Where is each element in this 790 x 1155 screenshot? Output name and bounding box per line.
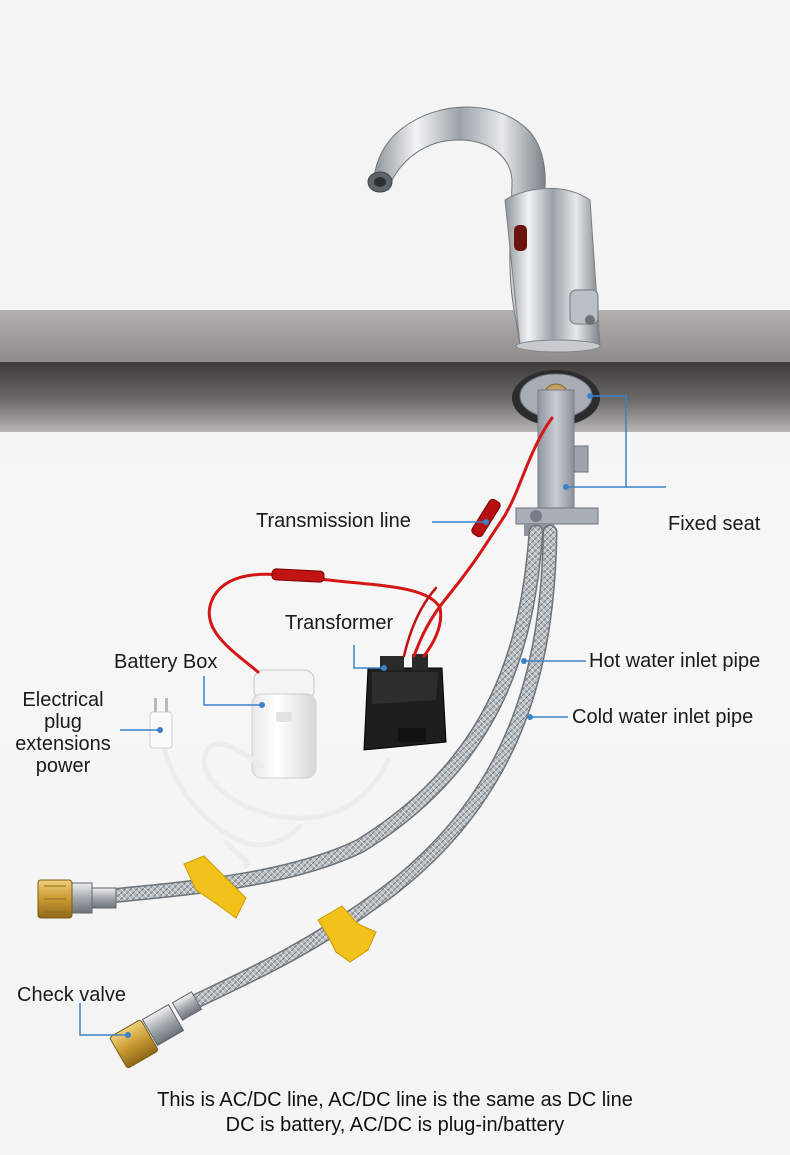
hot-water-hose xyxy=(102,524,544,904)
label-electrical-plug-line1: Electrical xyxy=(22,689,104,711)
caption-line-1: This is AC/DC line, AC/DC line is the sa… xyxy=(157,1089,633,1111)
caption: This is AC/DC line, AC/DC line is the sa… xyxy=(0,1088,790,1138)
label-electrical-plug-line3: extensions xyxy=(15,733,111,755)
cold-water-hose xyxy=(178,524,558,1014)
label-electrical-plug-line2: plug xyxy=(44,711,82,733)
leader-check-valve xyxy=(79,1003,128,1036)
label-cold-water-inlet-pipe: Cold water inlet pipe xyxy=(572,706,754,728)
label-transformer: Transformer xyxy=(285,612,394,634)
transmission-wires xyxy=(207,416,554,674)
sensor-window xyxy=(514,225,527,251)
power-plug xyxy=(149,698,173,749)
caption-line-2: DC is battery, AC/DC is plug-in/battery xyxy=(225,1114,565,1136)
hose-clip-upper xyxy=(183,855,247,919)
leader-transformer xyxy=(353,645,384,669)
transformer-box xyxy=(363,654,447,751)
label-transmission-line: Transmission line xyxy=(256,510,411,532)
label-electrical-plug-line4: power xyxy=(35,755,91,777)
hot-hose-fitting xyxy=(37,879,117,919)
leader-dots xyxy=(125,393,593,1038)
battery-box xyxy=(251,669,317,779)
label-fixed-seat: Fixed seat xyxy=(668,513,761,535)
label-check-valve: Check valve xyxy=(17,984,126,1006)
leader-fixed-seat xyxy=(566,395,627,488)
label-hot-water-inlet-pipe: Hot water inlet pipe xyxy=(589,650,761,672)
power-cable xyxy=(161,741,391,869)
leader-battery-box xyxy=(203,676,262,706)
label-battery-box: Battery Box xyxy=(114,651,218,673)
leader-lines xyxy=(79,395,666,1036)
hose-clip-lower xyxy=(317,905,377,963)
check-valve-fitting xyxy=(110,991,203,1068)
countertop xyxy=(0,310,790,432)
label-electrical-plug: Electrical plug extensions power xyxy=(8,689,118,777)
faucet xyxy=(367,106,601,353)
